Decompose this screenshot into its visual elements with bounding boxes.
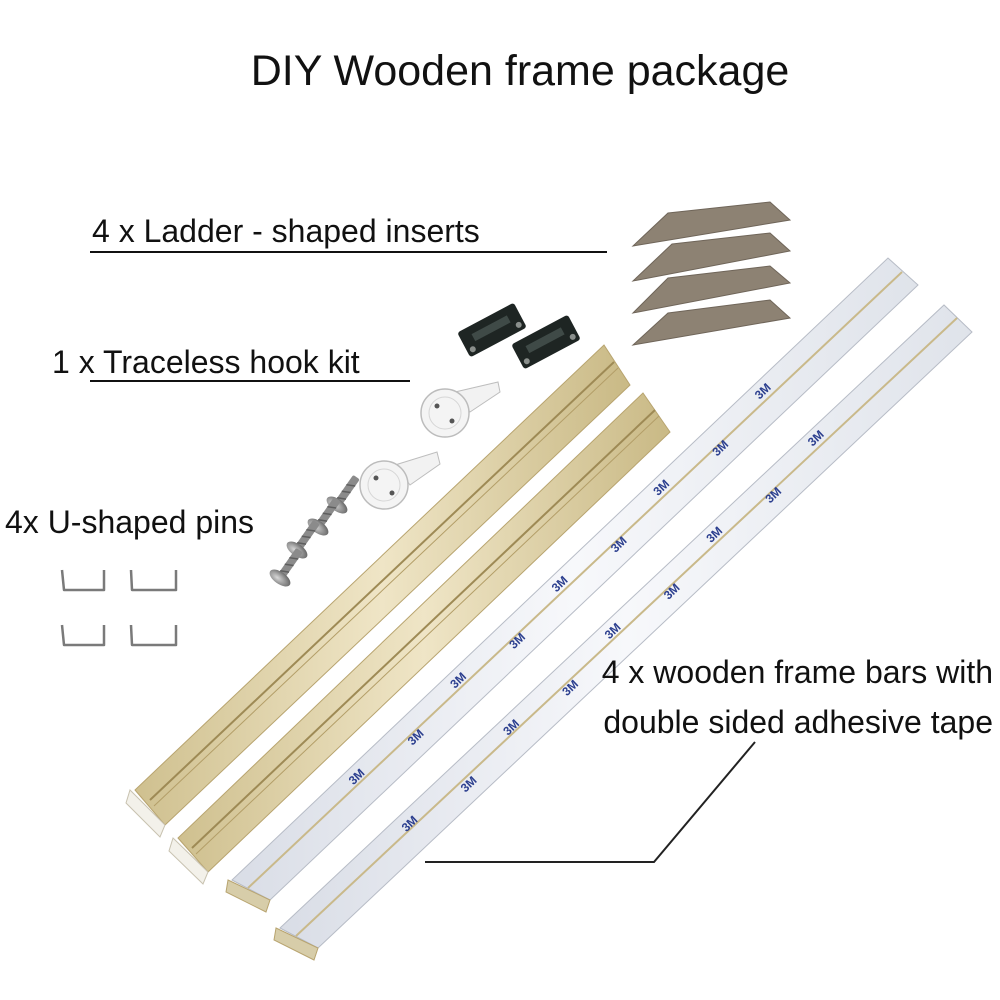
wooden-bar [125, 344, 631, 838]
u-pins [60, 569, 178, 647]
taped-bars: 3M 3M 3M 3M 3M 3M 3M 3M 3M 3M 3M 3M 3M 3… [225, 257, 973, 961]
u-pin [129, 569, 178, 592]
taped-bar: 3M 3M 3M 3M 3M 3M 3M 3M 3M [273, 304, 973, 961]
frame-bars-label-line2: double sided adhesive tape [603, 704, 993, 740]
page-title: DIY Wooden frame package [251, 47, 790, 95]
frame-bars-label-line1: 4 x wooden frame bars with [602, 654, 993, 690]
ladder-insert [631, 265, 792, 314]
traceless-hangers [359, 381, 501, 510]
hook-kit-label: 1 x Traceless hook kit [52, 344, 360, 380]
u-pin [129, 624, 178, 647]
u-pin [60, 624, 106, 647]
u-pin [60, 569, 106, 592]
ladder-inserts-label: 4 x Ladder - shaped inserts [92, 213, 480, 249]
traceless-hanger [359, 451, 441, 510]
ladder-insert [631, 299, 792, 346]
wooden-bar [168, 392, 671, 885]
ladder-insert [631, 232, 792, 282]
ladder-insert [631, 201, 792, 247]
hook-plate [512, 315, 580, 369]
taped-bar: 3M 3M 3M 3M 3M 3M 3M 3M 3M [225, 257, 919, 913]
frame-bars-leader-line [425, 741, 756, 863]
hook-plates [458, 303, 580, 369]
ladder-inserts [631, 201, 792, 346]
hook-plate [458, 303, 526, 357]
traceless-hanger [420, 381, 501, 438]
u-pins-label: 4x U-shaped pins [5, 504, 254, 540]
screw [269, 548, 302, 587]
screws [269, 475, 359, 587]
wooden-bars [125, 344, 671, 885]
